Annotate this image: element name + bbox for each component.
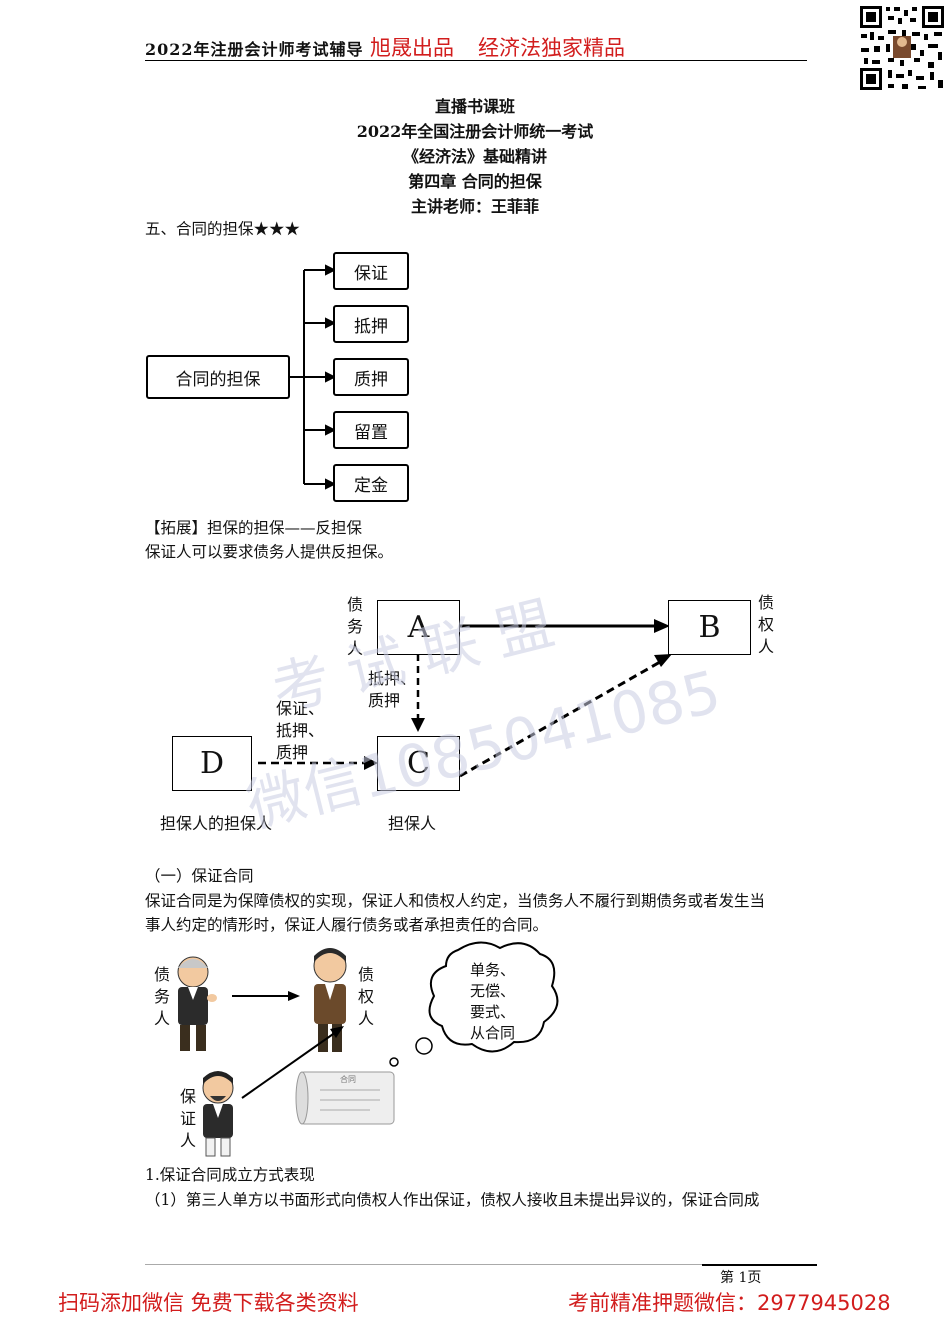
caption-guarantor: 担保人 [388, 814, 437, 833]
qr-code-icon[interactable] [858, 4, 946, 92]
label-ac-line-1: 抵押、 [368, 669, 417, 688]
title-line-5: 主讲老师：王菲菲 [410, 197, 539, 216]
extension-heading: 【拓展】担保的担保——反担保 [145, 519, 363, 537]
caption-guarantor-of-guarantor: 担保人的担保人 [160, 814, 273, 833]
label-dc-line-3: 质押 [276, 743, 309, 762]
label-debtor-vertical: 债务人 [347, 595, 364, 658]
footer-page-rule [702, 1264, 817, 1266]
section-one-heading: （一）保证合同 [145, 867, 254, 885]
tree-node-lien: 留置 [333, 411, 409, 449]
creditor-person-icon [313, 948, 347, 1052]
section-heading: 五、合同的担保★★★ [145, 220, 301, 238]
guarantee-people-diagram: 合同 [177, 941, 559, 1157]
title-line-4: 第四章 合同的担保 [408, 172, 542, 191]
debtor-person-icon [177, 956, 217, 1051]
box-b: B [668, 600, 751, 655]
contract-scroll-icon: 合同 [295, 1071, 395, 1125]
label-dc-line-1: 保证、 [276, 699, 325, 718]
tree-node-pledge: 质押 [333, 358, 409, 396]
list-item-1-1: （1）第三人单方以书面形式向债权人作出保证，债权人接收且未提出异议的，保证合同成 [145, 1191, 760, 1209]
cloud-line-2: 无偿、 [470, 982, 516, 1000]
cloud-line-3: 要式、 [470, 1003, 516, 1021]
box-a: A [377, 600, 460, 655]
cloud-line-4: 从合同 [470, 1024, 516, 1042]
label-ac-line-2: 质押 [368, 691, 401, 710]
title-line-2: 2022年全国注册会计师统一考试 [356, 122, 594, 141]
tree-node-guarantee: 保证 [333, 252, 409, 290]
tree-root-box: 合同的担保 [146, 355, 290, 399]
guarantee-tree-connectors [288, 264, 337, 490]
box-c: C [377, 736, 460, 791]
extension-text: 保证人可以要求债务人提供反担保。 [145, 543, 394, 561]
header-brand-2: 经济法独家精品 [478, 36, 625, 60]
label-creditor-vertical: 债权人 [758, 593, 775, 656]
tree-node-mortgage: 抵押 [333, 305, 409, 343]
list-item-1: 1.保证合同成立方式表现 [145, 1166, 315, 1184]
scroll-label: 合同 [340, 1074, 356, 1084]
footer-divider [145, 1264, 817, 1265]
header-divider [145, 60, 807, 61]
section-one-text-2: 事人约定的情形时，保证人履行债务或者承担责任的合同。 [145, 916, 549, 934]
page-number: 第 1页 [720, 1270, 762, 1286]
section-one-text-1: 保证合同是为保障债权的实现，保证人和债权人约定，当债务人不履行到期债务或者发生当 [145, 892, 766, 910]
tree-node-deposit: 定金 [333, 464, 409, 502]
footer-right-promo: 考前精准押题微信：2977945028 [568, 1291, 891, 1315]
guarantor-person-icon [202, 1071, 234, 1157]
label-guarantor-person: 保证人 [180, 1087, 197, 1150]
title-line-1: 直播书课班 [434, 97, 515, 116]
label-debtor-person: 债务人 [154, 965, 171, 1028]
label-dc-line-2: 抵押、 [276, 721, 325, 740]
box-d: D [172, 736, 252, 791]
cloud-line-1: 单务、 [470, 961, 516, 979]
label-creditor-person: 债权人 [358, 965, 375, 1028]
counter-guarantee-arrows [258, 619, 672, 778]
header-course-title: 2022年注册会计师考试辅导 [145, 40, 364, 59]
footer-left-promo: 扫码添加微信 免费下载各类资料 [58, 1291, 359, 1315]
title-line-3: 《经济法》基础精讲 [402, 147, 547, 166]
header-brand: 旭晟出品 [370, 36, 454, 60]
